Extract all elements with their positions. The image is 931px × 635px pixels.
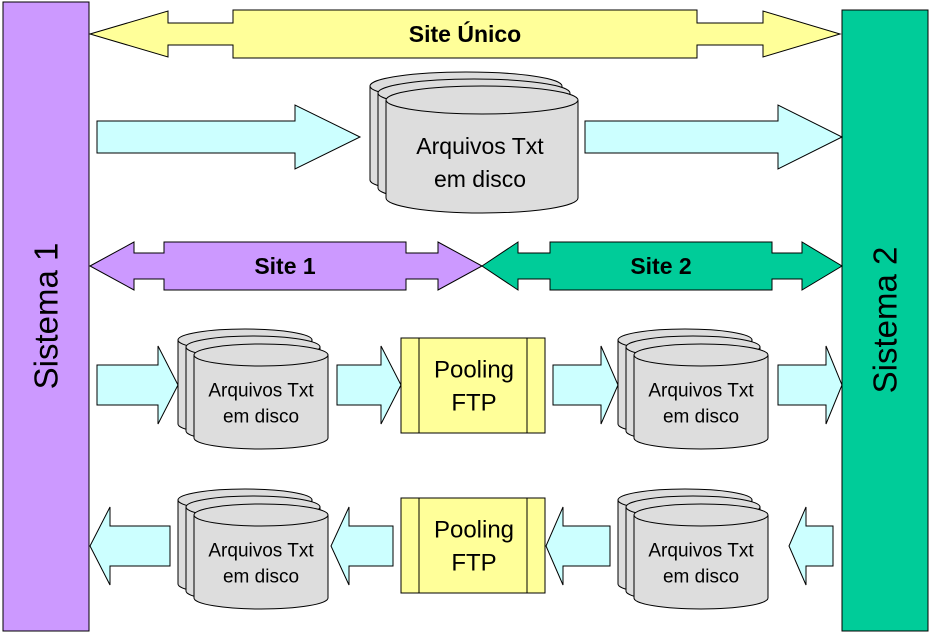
disk-front-body [633,515,769,610]
site-2-arrow-shape [481,241,843,291]
outbound-ftp-box [400,337,546,434]
return-ftp-box [400,497,546,594]
disk-front [193,343,329,450]
site-unico-label: Site Único [409,20,521,47]
top-storage-label-line2: em disco [434,166,526,192]
site-2-arrow: Site 2 [481,241,843,291]
return-ftp-line2: FTP [451,550,496,577]
outbound-arrow-3 [552,345,619,425]
top-storage-label-line1: Arquivos Txt [416,133,544,159]
system-1-label: Sistema 1 [28,243,65,390]
return-arrow-4 [89,506,171,586]
disk-front-top [193,343,329,367]
outbound-ftp-process: Pooling FTP [400,337,546,434]
site-2-label: Site 2 [630,253,691,279]
return-ftp-line1: Pooling [434,517,514,544]
outbound-right-storage-line1: Arquivos Txt [648,381,754,402]
system-1-bar-shape [2,1,90,632]
system-2-bar-shape [841,9,929,632]
outbound-left-storage-line1: Arquivos Txt [208,381,314,402]
disk-front [633,343,769,450]
return-ftp-process: Pooling FTP [400,497,546,594]
system-2-bar: Sistema 2 [841,9,929,632]
outbound-arrow-2 [336,345,402,425]
outbound-flow: Arquivos Txt em disco Pooling FTP [96,328,843,450]
site-unico-arrow-shape [88,9,842,59]
outbound-left-storage-line2: em disco [223,407,299,428]
disk-front-body [633,355,769,450]
return-arrow-2 [545,506,611,586]
top-flow: Arquivos Txt em disco [96,71,844,214]
outbound-right-storage-stack: Arquivos Txt em disco [617,328,769,450]
system-1-bar: Sistema 1 [2,1,90,632]
disk-front [193,503,329,610]
disk-front-top [385,85,579,115]
return-left-storage-stack: Arquivos Txt em disco [177,488,329,610]
top-flow-arrow-out [584,104,844,170]
outbound-left-storage-stack: Arquivos Txt em disco [177,328,329,450]
top-storage-stack: Arquivos Txt em disco [369,71,579,214]
return-flow: Arquivos Txt em disco Pooling FTP [89,488,834,610]
outbound-arrow-4 [777,345,843,425]
outbound-right-storage-line2: em disco [663,407,739,428]
outbound-ftp-line1: Pooling [434,357,514,384]
return-right-storage-stack: Arquivos Txt em disco [617,488,769,610]
system-2-label: Sistema 2 [867,247,904,394]
return-right-storage-line1: Arquivos Txt [648,541,754,562]
outbound-ftp-line2: FTP [451,390,496,417]
disk-front-top [193,503,329,527]
disk-front-body [385,100,579,214]
site-1-arrow: Site 1 [88,241,484,291]
disk-front [633,503,769,610]
top-flow-arrow-in [96,104,362,170]
return-arrow-1 [788,506,834,586]
disk-front-body [193,515,329,610]
disk-front-body [193,355,329,450]
return-left-storage-line1: Arquivos Txt [208,541,314,562]
site-unico-arrow: Site Único [88,9,842,59]
site-1-label: Site 1 [254,253,316,279]
outbound-arrow-1 [96,345,179,425]
disk-front-top [633,343,769,367]
return-left-storage-line2: em disco [223,567,299,588]
return-right-storage-line2: em disco [663,567,739,588]
return-arrow-3 [330,506,394,586]
disk-front [385,85,579,214]
disk-front-top [633,503,769,527]
